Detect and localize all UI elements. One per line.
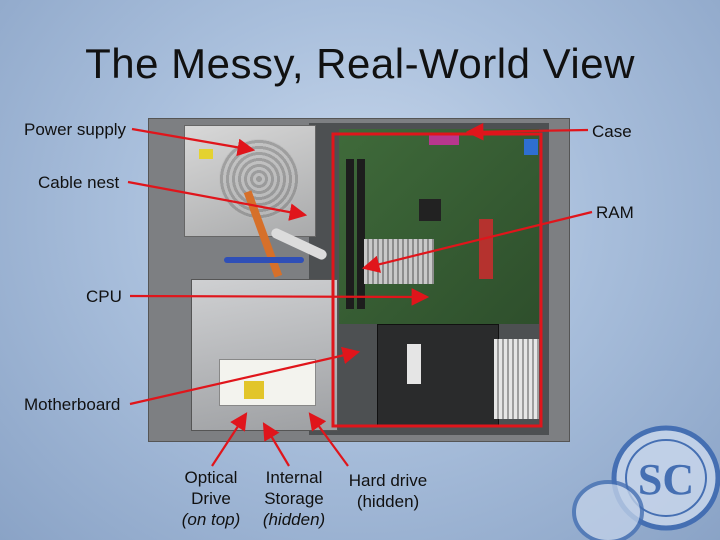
hard-drive-sticker [407, 344, 421, 384]
label-internal-storage: Internal Storage (hidden) [262, 468, 326, 529]
psu-sticker [199, 149, 213, 159]
ribbon-cable [494, 339, 539, 419]
optical-drive [191, 279, 338, 431]
chipset [419, 199, 441, 221]
label-power-supply: Power supply [24, 120, 127, 139]
label-cable-nest: Cable nest [38, 173, 120, 192]
optical-drive-sticker [219, 359, 316, 406]
logo-text: SC [638, 455, 694, 504]
ram-slot [346, 159, 354, 309]
label-cpu: CPU [86, 287, 122, 306]
computer-internals-photo [148, 118, 570, 442]
label-ram: RAM [596, 203, 634, 222]
psu-fan-grill [219, 139, 299, 219]
ram-slot [357, 159, 365, 309]
hard-drive-cover [377, 324, 499, 426]
blue-connector [524, 139, 538, 155]
parallel-port [429, 133, 459, 145]
blue-cable [224, 257, 304, 263]
label-optical-drive: Optical Drive (on top) [181, 468, 241, 529]
sc-logo: SC [572, 425, 720, 540]
label-hard-drive: Hard drive (hidden) [348, 471, 428, 511]
red-component [479, 219, 493, 279]
label-motherboard: Motherboard [24, 395, 121, 414]
slide-title: The Messy, Real-World View [85, 40, 635, 87]
label-case: Case [592, 122, 632, 141]
optical-drive-yellow-label [244, 381, 264, 399]
motherboard-board [339, 129, 539, 324]
cpu-heatsink [364, 239, 434, 284]
